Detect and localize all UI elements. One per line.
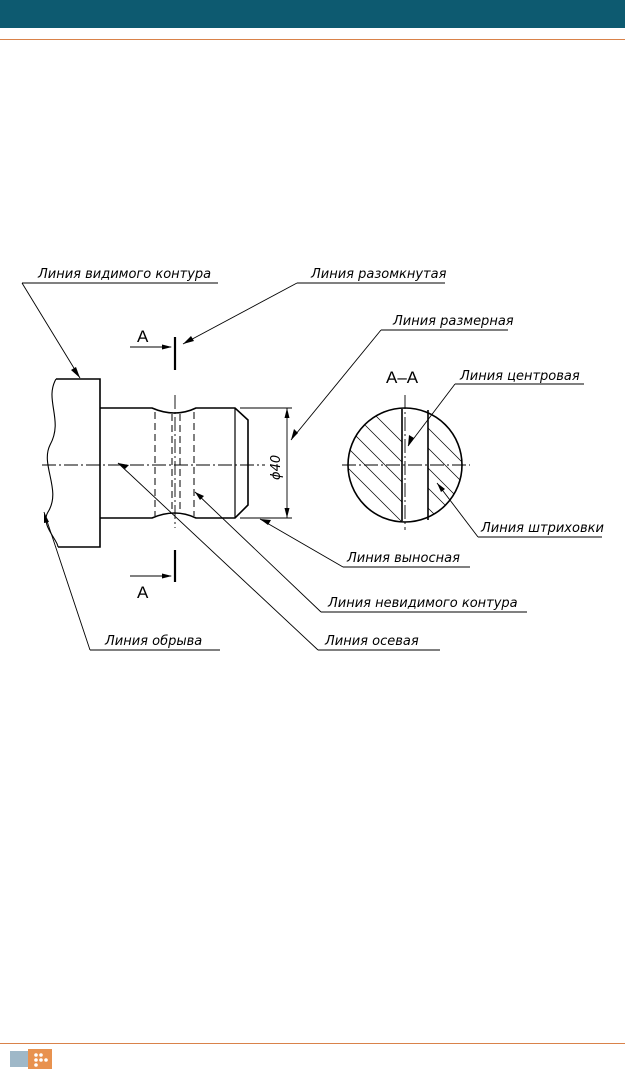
label-center-line: Линия центровая	[459, 369, 580, 384]
cutting-plane	[130, 337, 177, 582]
leaders	[21, 282, 602, 651]
dimension-lines	[240, 407, 292, 519]
section-mark-bottom: A	[137, 583, 149, 602]
hidden-lines	[154, 412, 195, 516]
section-mark-top: A	[137, 327, 149, 346]
header-divider	[0, 39, 625, 40]
label-hatching-line: Линия штриховки	[480, 521, 604, 536]
label-open-line: Линия разомкнутая	[310, 267, 447, 282]
label-visible-contour: Линия видимого контура	[37, 267, 211, 282]
label-axial-line: Линия осевая	[324, 634, 419, 649]
axis-lines	[42, 395, 470, 530]
label-break-line: Линия обрыва	[104, 634, 202, 649]
part-outline	[45, 378, 249, 548]
section-title: А–А	[386, 368, 419, 387]
logo-icon	[10, 1049, 52, 1069]
header-bar	[0, 0, 625, 28]
label-dimension-line: Линия размерная	[392, 314, 514, 329]
leader-arrows	[44, 336, 445, 525]
label-hidden-contour: Линия невидимого контура	[327, 596, 518, 611]
dimension-value: ϕ40	[269, 455, 284, 480]
label-extension-line: Линия выносная	[346, 551, 460, 566]
footer-divider	[0, 1043, 625, 1044]
